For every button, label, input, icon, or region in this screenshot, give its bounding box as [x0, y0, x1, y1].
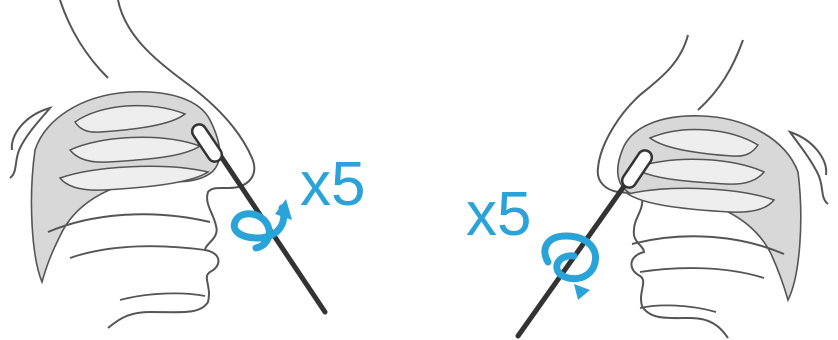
right-swab-stick [518, 168, 637, 336]
right-cheek-line [698, 40, 743, 110]
left-chin-line [120, 293, 205, 300]
left-cheek-line [60, 0, 108, 78]
right-rotation-count: x5 [466, 180, 531, 249]
left-rotation-arrow-icon [234, 199, 292, 248]
right-mouth-line [640, 268, 764, 278]
right-chin-line [640, 305, 716, 312]
left-mouth-line [70, 246, 205, 258]
left-rotation-count: x5 [300, 150, 365, 219]
left-head-profile [10, 0, 254, 328]
